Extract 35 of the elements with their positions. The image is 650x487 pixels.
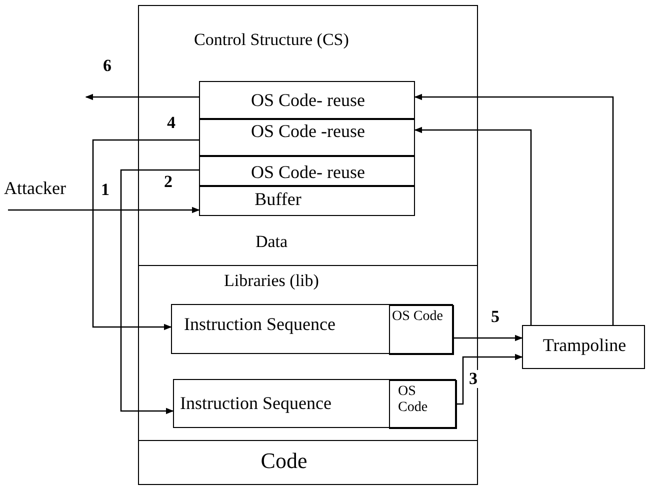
arrow <box>454 334 523 342</box>
arrow <box>85 94 199 100</box>
arrow <box>8 206 200 214</box>
node-label: Buffer <box>254 189 302 209</box>
trampoline-box <box>522 325 645 369</box>
instruction-sequence-box <box>171 304 453 354</box>
arrow <box>414 94 614 325</box>
attacker-text: Attacker <box>4 178 66 198</box>
node-label: OS Code <box>392 309 444 325</box>
stack-slot <box>199 119 415 156</box>
node-label: OS Code- reuse <box>250 90 366 110</box>
node-label: Data <box>254 232 289 251</box>
stack-slot <box>199 81 415 119</box>
node-label: Instruction Sequence <box>180 393 332 413</box>
node-label: OS Code- reuse <box>250 162 366 182</box>
memory-region <box>138 265 478 441</box>
node-label: OS Code -reuse <box>250 121 366 141</box>
stack-slot <box>199 156 415 186</box>
node-label: Instruction Sequence <box>184 314 336 334</box>
step-number: 3 <box>468 370 478 388</box>
buffer-slot <box>199 186 415 216</box>
region-label: Control Structure (CS) <box>193 30 350 49</box>
arrow <box>414 126 532 325</box>
code-cell <box>389 380 457 429</box>
arrow <box>92 139 199 330</box>
instruction-sequence-box <box>173 379 456 428</box>
memory-region <box>138 5 478 266</box>
node-label: OS Code <box>398 384 429 416</box>
memory-region <box>138 440 478 485</box>
arrow <box>120 169 199 414</box>
arrow <box>457 354 523 405</box>
node-label: Trampoline <box>542 335 628 355</box>
code-cell <box>389 305 454 355</box>
region-label: Code <box>260 449 308 473</box>
region-label: Libraries (lib) <box>223 271 320 290</box>
